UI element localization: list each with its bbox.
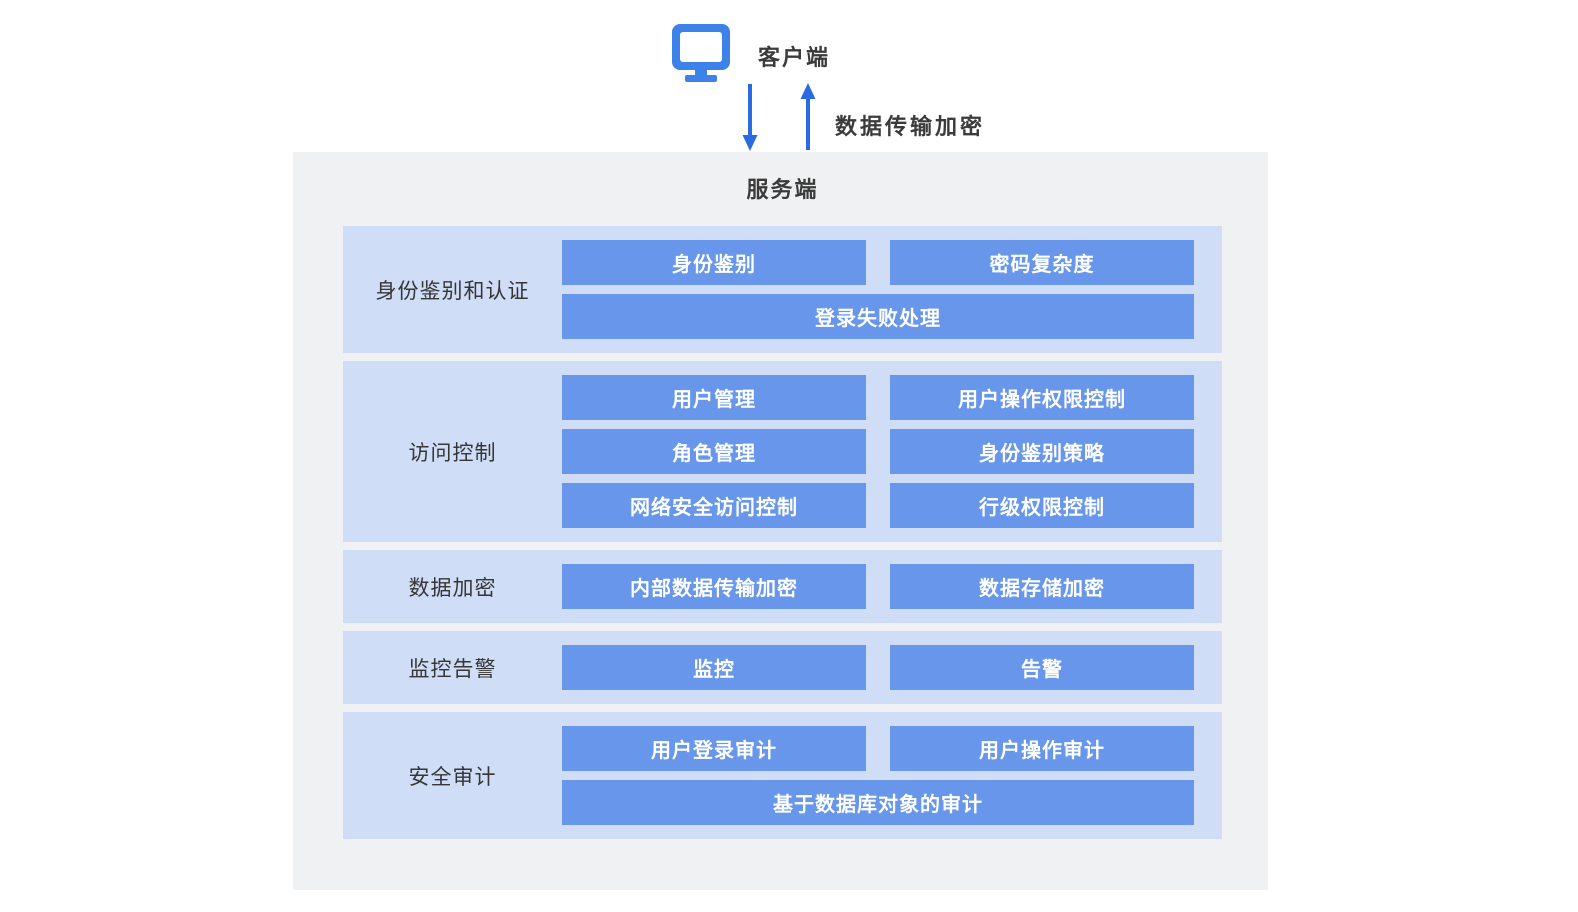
- group-rows: 监控告警: [562, 631, 1222, 704]
- feature-group: 监控告警监控告警: [343, 631, 1222, 704]
- block-row: 监控告警: [562, 645, 1194, 690]
- block-row: 用户登录审计用户操作审计: [562, 726, 1194, 771]
- feature-block: 身份鉴别: [562, 240, 866, 285]
- feature-block: 数据存储加密: [890, 564, 1194, 609]
- group-rows: 身份鉴别密码复杂度登录失败处理: [562, 226, 1222, 353]
- feature-group: 安全审计用户登录审计用户操作审计基于数据库对象的审计: [343, 712, 1222, 839]
- feature-group: 身份鉴别和认证身份鉴别密码复杂度登录失败处理: [343, 226, 1222, 353]
- feature-group: 数据加密 内部数据传输加密数据存储加密: [343, 550, 1222, 623]
- client-label: 客户端: [758, 45, 831, 70]
- group-label: 访问控制: [408, 441, 497, 465]
- feature-block: 用户管理: [562, 375, 866, 420]
- block-row: 身份鉴别密码复杂度: [562, 240, 1194, 285]
- group-label: 监控告警: [408, 657, 497, 681]
- feature-block: 身份鉴别策略: [890, 429, 1194, 474]
- group-rows: 用户登录审计用户操作审计基于数据库对象的审计: [562, 712, 1222, 839]
- server-title: 服务端: [746, 177, 819, 202]
- block-row: 用户管理用户操作权限控制: [562, 375, 1194, 420]
- group-label: 安全审计: [408, 765, 497, 789]
- transport-encryption-label: 数据传输加密: [835, 114, 986, 139]
- block-row: 登录失败处理: [562, 294, 1194, 339]
- feature-block: 基于数据库对象的审计: [562, 780, 1194, 825]
- feature-block: 内部数据传输加密: [562, 564, 866, 609]
- feature-group: 访问控制用户管理用户操作权限控制角色管理身份鉴别策略网络安全访问控制行级权限控制: [343, 361, 1222, 542]
- feature-block: 用户操作审计: [890, 726, 1194, 771]
- monitor-icon: [672, 24, 730, 82]
- up-arrow-icon: [800, 83, 816, 150]
- group-rows: 用户管理用户操作权限控制角色管理身份鉴别策略网络安全访问控制行级权限控制: [562, 361, 1222, 542]
- feature-block: 行级权限控制: [890, 483, 1194, 528]
- block-row: 网络安全访问控制行级权限控制: [562, 483, 1194, 528]
- server-panel: 服务端 身份鉴别和认证身份鉴别密码复杂度登录失败处理访问控制用户管理用户操作权限…: [293, 152, 1268, 890]
- feature-block: 角色管理: [562, 429, 866, 474]
- feature-block: 网络安全访问控制: [562, 483, 866, 528]
- feature-block: 用户操作权限控制: [890, 375, 1194, 420]
- block-row: 角色管理身份鉴别策略: [562, 429, 1194, 474]
- feature-block: 用户登录审计: [562, 726, 866, 771]
- down-arrow-icon: [742, 84, 758, 151]
- feature-block: 告警: [890, 645, 1194, 690]
- feature-block: 登录失败处理: [562, 294, 1194, 339]
- feature-block: 密码复杂度: [890, 240, 1194, 285]
- block-row: 内部数据传输加密数据存储加密: [562, 564, 1194, 609]
- feature-block: 监控: [562, 645, 866, 690]
- block-row: 基于数据库对象的审计: [562, 780, 1194, 825]
- group-rows: 内部数据传输加密数据存储加密: [562, 550, 1222, 623]
- group-label: 数据加密: [408, 576, 497, 600]
- group-label: 身份鉴别和认证: [375, 279, 530, 303]
- server-groups: 身份鉴别和认证身份鉴别密码复杂度登录失败处理访问控制用户管理用户操作权限控制角色…: [343, 226, 1222, 839]
